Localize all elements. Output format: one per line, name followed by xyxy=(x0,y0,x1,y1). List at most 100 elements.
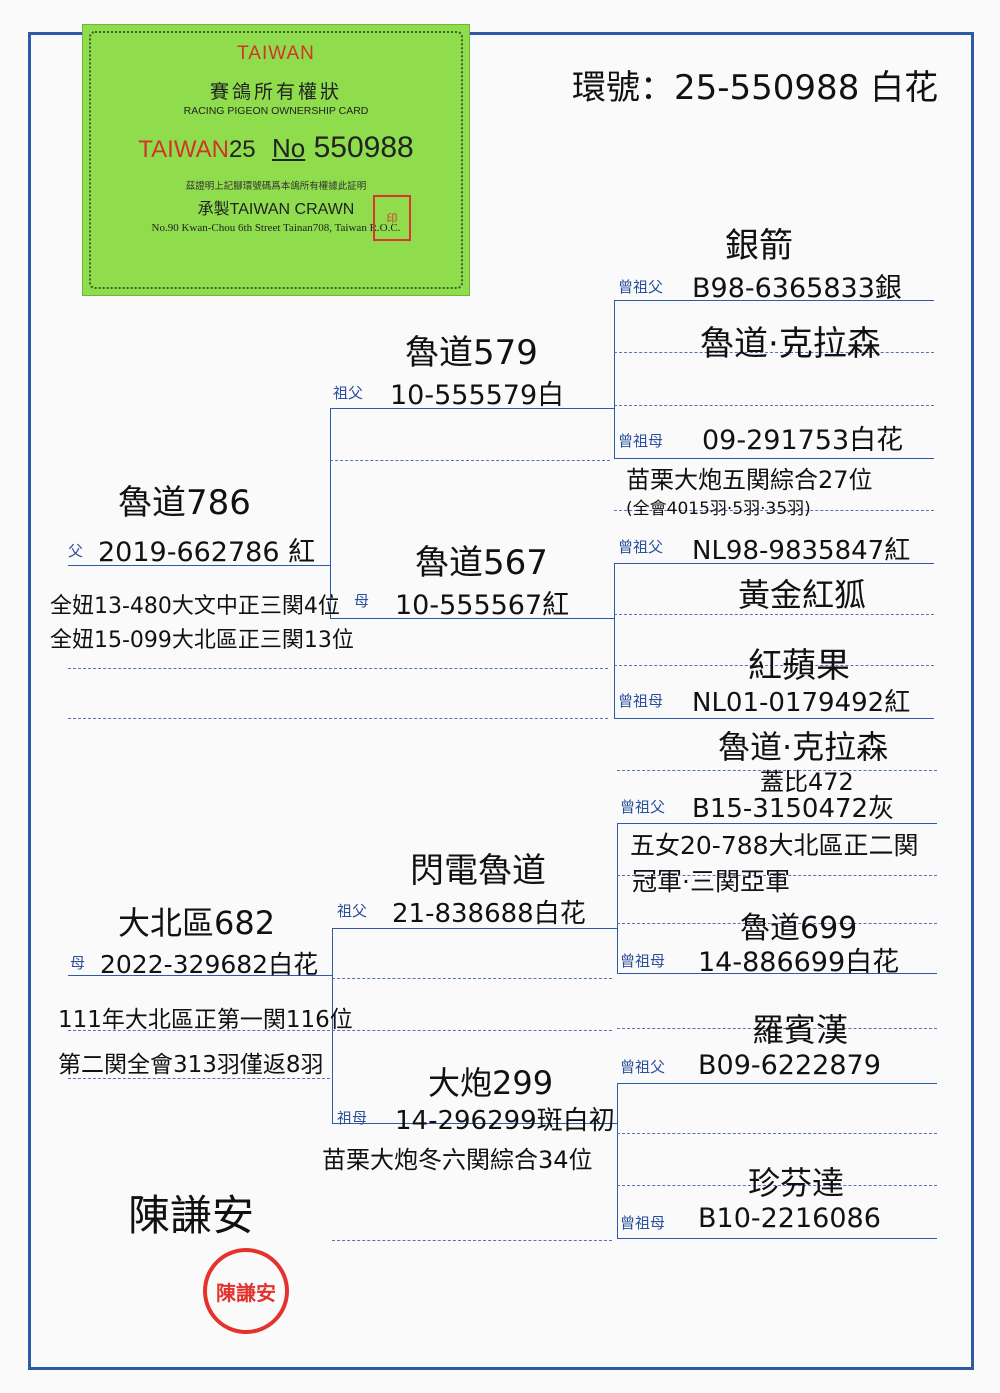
tree-line xyxy=(330,618,614,619)
ggm1-label: 曾祖母 xyxy=(618,432,664,450)
ring-header: 環號：25-550988 白花 xyxy=(572,68,939,108)
card-title-zh: 賽鴿所有權狀 xyxy=(209,81,342,103)
tree-line xyxy=(617,823,937,824)
ggm4-label: 曾祖母 xyxy=(620,1214,666,1232)
tree-line xyxy=(617,1083,618,1238)
dashed-line xyxy=(614,614,934,615)
gm-mat-label: 祖母 xyxy=(337,1109,368,1127)
card-ornament-border xyxy=(89,31,463,289)
tree-line xyxy=(614,458,934,459)
dashed-line xyxy=(617,1185,937,1186)
dashed-line xyxy=(68,718,608,719)
gf-mat-label: 祖父 xyxy=(337,902,368,920)
gm-pat-name: 魯道567 xyxy=(415,543,548,583)
dashed-line xyxy=(617,1028,937,1029)
tree-line xyxy=(68,565,330,566)
dashed-line xyxy=(68,1078,330,1079)
card-red-stamp: 印 xyxy=(373,195,411,241)
ggp1-sub: 魯道·克拉森 xyxy=(700,324,881,364)
dashed-line xyxy=(330,460,610,461)
tree-line xyxy=(614,563,934,564)
card-country: TAIWAN xyxy=(237,43,315,64)
tree-line xyxy=(330,408,331,618)
ggm1-ring: 09-291753白花 xyxy=(702,425,904,456)
ggm2-ring: NL01-0179492紅 xyxy=(692,688,911,718)
card-ring-no-label: No xyxy=(272,133,306,163)
dashed-line xyxy=(332,1030,612,1031)
ggm4-name: 珍芬達 xyxy=(748,1164,845,1202)
tree-line xyxy=(332,928,333,1123)
tree-line xyxy=(614,718,934,719)
ggm3-label: 曾祖母 xyxy=(620,952,666,970)
father-label: 父 xyxy=(68,542,84,560)
gf-mat-name: 閃電魯道 xyxy=(410,851,546,891)
ggm1-note-2: (全會4015羽·5羽·35羽) xyxy=(626,499,811,519)
ggm4-ring: B10-2216086 xyxy=(698,1203,881,1234)
gm-pat-label: 母 xyxy=(354,592,370,610)
dashed-line xyxy=(614,405,934,406)
gm-pat-ring: 10-555567紅 xyxy=(395,590,570,621)
ownership-card: TAIWAN 賽鴿所有權狀 RACING PIGEON OWNERSHIP CA… xyxy=(82,24,470,296)
dashed-line xyxy=(68,668,608,669)
ggp3-ring: B15-3150472灰 xyxy=(692,794,895,824)
father-name: 魯道786 xyxy=(118,483,251,523)
gm-mat-name: 大炮299 xyxy=(428,1064,554,1102)
gf-mat-ring: 21-838688白花 xyxy=(392,899,586,929)
mother-ring: 2022-329682白花 xyxy=(100,950,319,979)
father-ring: 2019-662786 紅 xyxy=(98,537,316,568)
tree-line xyxy=(614,300,934,301)
card-ring-no: 550988 xyxy=(313,131,414,164)
dashed-line xyxy=(332,1240,612,1241)
tree-line xyxy=(330,408,614,409)
owner-signature: 陳謙安 xyxy=(128,1191,255,1240)
ggp4-label: 曾祖父 xyxy=(620,1058,666,1076)
ggm3-ring: 14-886699白花 xyxy=(698,947,900,978)
card-ring-year: 25 xyxy=(228,136,256,163)
mother-label: 母 xyxy=(70,954,86,972)
ggm2-sub: 魯道·克拉森 xyxy=(718,728,889,766)
tree-line xyxy=(614,563,615,718)
ggp3-name: 蓋比472 xyxy=(760,768,854,796)
dashed-line xyxy=(614,352,934,353)
dashed-line xyxy=(617,875,937,876)
ggm1-note-1: 苗栗大炮五関綜合27位 xyxy=(626,466,873,494)
ggp1-ring: B98-6365833銀 xyxy=(692,273,902,304)
card-ring-prefix: TAIWAN xyxy=(138,136,229,163)
gf-pat-name: 魯道579 xyxy=(405,333,538,373)
ggp4-name: 羅賓漢 xyxy=(752,1011,849,1049)
card-title-en: RACING PIGEON OWNERSHIP CARD xyxy=(183,105,369,117)
dashed-line xyxy=(617,1133,937,1134)
tree-line xyxy=(617,1083,937,1084)
gf-pat-ring: 10-555579白 xyxy=(390,380,565,411)
father-note-1: 全妞13-480大文中正三関4位 xyxy=(50,594,340,619)
mother-note-1: 111年大北區正第一関116位 xyxy=(58,1007,353,1033)
dashed-line xyxy=(68,1030,330,1031)
dashed-line xyxy=(332,978,612,979)
pedigree-frame xyxy=(28,32,974,1370)
tree-line xyxy=(68,975,332,976)
mother-note-2: 第二関全會313羽僅返8羽 xyxy=(58,1052,324,1078)
tree-line xyxy=(332,1123,617,1124)
card-address: No.90 Kwan-Chou 6th Street Tainan708, Ta… xyxy=(151,222,401,234)
tree-line xyxy=(614,300,615,458)
ggp2-label: 曾祖父 xyxy=(618,538,664,556)
dashed-line xyxy=(614,510,934,511)
owner-seal: 陳謙安 xyxy=(203,1248,289,1334)
ggm2-name: 紅蘋果 xyxy=(748,646,850,686)
gf-pat-label: 祖父 xyxy=(333,384,364,402)
tree-line xyxy=(617,1238,937,1239)
ggp2-ring: NL98-9835847紅 xyxy=(692,536,911,566)
ggp4-ring: B09-6222879 xyxy=(698,1050,881,1081)
dashed-line xyxy=(617,923,937,924)
ggp1-label: 曾祖父 xyxy=(618,278,664,296)
card-maker: 承製TAIWAN CRAWN xyxy=(197,201,355,218)
tree-line xyxy=(617,823,618,973)
gm-mat-ring: 14-296299斑白初 xyxy=(395,1106,615,1136)
mother-name: 大北區682 xyxy=(118,904,276,942)
tree-line xyxy=(332,928,617,929)
ggp3-note-2: 冠軍·三関亞軍 xyxy=(632,867,790,896)
ggm3-name: 魯道699 xyxy=(740,911,858,946)
dashed-line xyxy=(617,770,937,771)
dashed-line xyxy=(614,665,934,666)
card-certify-text: 茲證明上記腳環號碼爲本鴿所有權據此証明 xyxy=(185,181,367,192)
